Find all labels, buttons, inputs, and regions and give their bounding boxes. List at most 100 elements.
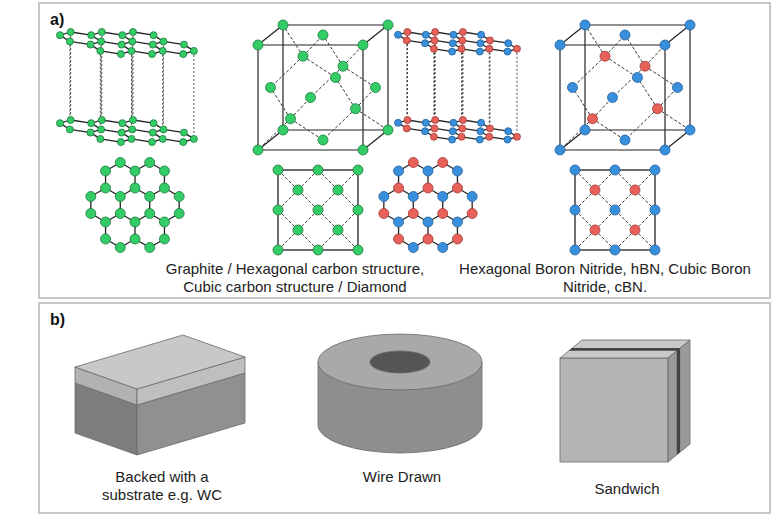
- bond: [573, 88, 593, 119]
- atom: [98, 29, 105, 36]
- atom: [174, 209, 184, 219]
- atom: [438, 158, 448, 168]
- atom: [513, 133, 520, 140]
- atom: [129, 117, 136, 124]
- atom: [190, 135, 197, 142]
- atom: [286, 114, 296, 124]
- atom: [408, 243, 418, 253]
- atom: [452, 217, 462, 227]
- atom: [459, 37, 466, 44]
- atom: [600, 51, 610, 61]
- atom: [67, 117, 74, 124]
- cube-edge: [560, 44, 665, 45]
- atom: [293, 225, 303, 235]
- block-right: [668, 340, 690, 462]
- atom: [432, 29, 439, 36]
- cube-edge: [283, 24, 388, 25]
- atom: [119, 32, 126, 39]
- bond: [625, 35, 645, 66]
- atom: [313, 245, 323, 255]
- atom: [87, 41, 94, 48]
- cell-border: [575, 170, 655, 250]
- atom: [129, 38, 136, 45]
- cube-edge: [362, 45, 363, 150]
- atom: [306, 93, 316, 103]
- atom: [608, 93, 618, 103]
- cube-edge: [282, 25, 283, 130]
- atom: [150, 32, 157, 39]
- panel-letter: a): [50, 10, 90, 29]
- atom: [174, 192, 184, 202]
- caption: Hexagonal Boron Nitride, hBN, Cubic Boro…: [455, 260, 755, 296]
- bond: [336, 78, 356, 109]
- atom: [87, 129, 94, 136]
- atom: [408, 192, 418, 202]
- cube-edge: [257, 45, 258, 150]
- atom: [128, 47, 135, 54]
- atom: [338, 61, 348, 71]
- atom: [459, 125, 466, 132]
- atom: [358, 145, 368, 155]
- atom: [159, 166, 169, 176]
- atom: [478, 31, 485, 38]
- atom: [570, 205, 580, 215]
- atom: [450, 119, 457, 126]
- hbn-plane: [379, 158, 477, 253]
- atom: [159, 234, 169, 244]
- cube-edge: [258, 44, 363, 45]
- atom: [423, 217, 433, 227]
- atom: [159, 47, 166, 54]
- atom: [477, 40, 484, 47]
- atom: [115, 158, 125, 168]
- bond: [605, 56, 638, 77]
- atom: [117, 139, 124, 146]
- panel: a)Graphite / Hexagonal carbon structure,…: [38, 2, 771, 299]
- atom: [458, 133, 465, 140]
- atom: [273, 205, 283, 215]
- atom: [149, 51, 156, 58]
- cube-edge: [585, 129, 690, 130]
- atom: [610, 165, 620, 175]
- panel-letter: b): [50, 310, 90, 329]
- atom: [458, 45, 465, 52]
- atom: [145, 158, 155, 168]
- atom: [66, 126, 73, 133]
- atom: [423, 183, 433, 193]
- atom: [568, 83, 578, 93]
- atom: [580, 125, 590, 135]
- bond: [645, 66, 678, 87]
- atom: [395, 31, 402, 38]
- atom: [570, 245, 580, 255]
- bond: [638, 78, 658, 109]
- atom: [130, 234, 140, 244]
- atom: [423, 234, 433, 244]
- interlayer-line: [407, 36, 408, 116]
- atom: [149, 129, 156, 136]
- atom: [650, 245, 660, 255]
- interlayer-line: [489, 44, 490, 124]
- atom: [555, 40, 565, 50]
- atom: [253, 145, 263, 155]
- atom: [449, 48, 456, 55]
- bond: [323, 35, 343, 66]
- diamond-cell: [253, 20, 393, 155]
- atom: [180, 41, 187, 48]
- atom: [476, 136, 483, 143]
- atom: [486, 125, 493, 132]
- atom: [438, 243, 448, 253]
- atom: [97, 47, 104, 54]
- atom: [588, 114, 598, 124]
- atom: [190, 47, 197, 54]
- atom: [590, 185, 600, 195]
- cube-edge: [560, 149, 665, 150]
- atom: [650, 205, 660, 215]
- atom: [115, 209, 125, 219]
- bond: [573, 56, 606, 87]
- atom: [149, 41, 156, 48]
- atom: [450, 31, 457, 38]
- crystal-structures: [57, 20, 696, 255]
- atom: [379, 209, 389, 219]
- atom: [467, 192, 477, 202]
- diamond-plane: [273, 165, 363, 255]
- interlayer-line: [163, 45, 164, 125]
